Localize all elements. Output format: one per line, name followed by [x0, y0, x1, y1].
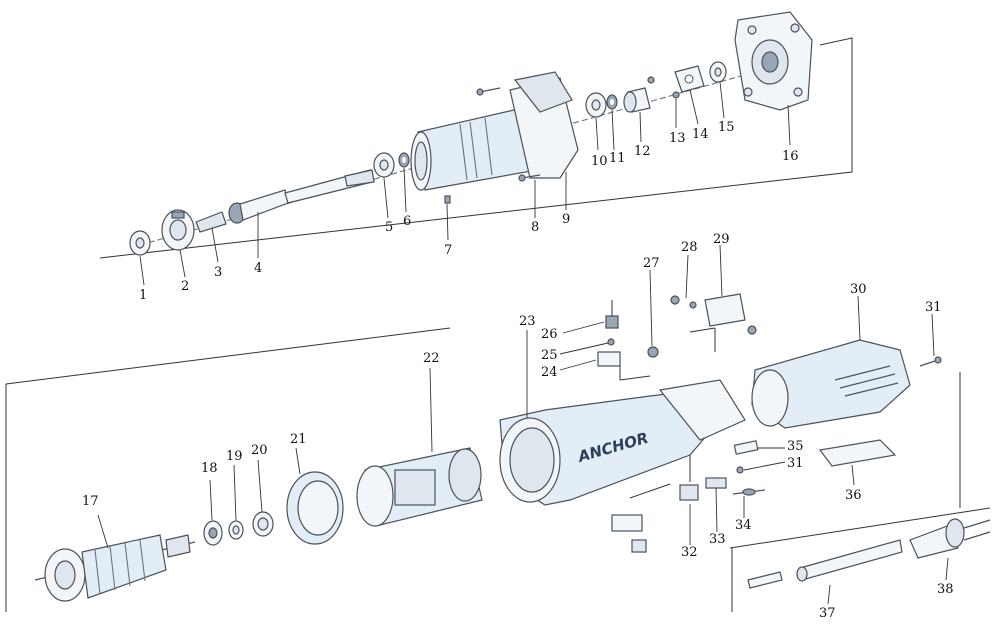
- top-assembly: [129, 11, 813, 256]
- part-5-washer: [373, 152, 395, 178]
- part-6-ring: [398, 152, 410, 168]
- label-10: 10: [591, 154, 608, 169]
- label-30: 30: [850, 282, 867, 297]
- part-28-screw: [670, 295, 697, 309]
- part-22-stator: [356, 447, 483, 527]
- leader-lines: [97, 81, 949, 605]
- label-4: 4: [254, 261, 262, 276]
- part-20-sleeve: [252, 511, 274, 537]
- label-24: 24: [541, 365, 558, 380]
- part-26-carbon-brush: [605, 300, 619, 329]
- label-36: 36: [845, 488, 862, 503]
- part-35-cable-clamp: [733, 440, 759, 455]
- bottom-assembly: ANCHOR: [34, 293, 991, 602]
- part-30-rear-cover: [751, 339, 911, 429]
- part-34-resistor: [732, 488, 766, 496]
- label-16: 16: [782, 149, 799, 164]
- part-2-flange: [161, 209, 195, 251]
- part-14-plate: [674, 65, 705, 93]
- part-number-labels: 1 2 3 4 5 6 7 8 9 10 11 12 13 14 15 16 1…: [82, 120, 954, 621]
- part-8-screw: [476, 87, 541, 182]
- part-11-ring: [606, 94, 618, 110]
- part-25-screw: [607, 338, 615, 346]
- part-12-sleeve: [623, 87, 651, 113]
- label-14: 14: [692, 127, 709, 142]
- part-16-gear-cover: [734, 11, 813, 111]
- assembly-frame: [5, 37, 991, 612]
- part-17-armature: [34, 534, 196, 602]
- part-31-screw: [736, 356, 942, 474]
- part-15-washer: [709, 61, 727, 83]
- label-1: 1: [139, 288, 147, 303]
- label-38: 38: [937, 582, 954, 597]
- part-32-switch-module: [611, 484, 699, 553]
- label-23: 23: [519, 314, 536, 329]
- label-12: 12: [634, 144, 651, 159]
- label-9: 9: [562, 212, 570, 227]
- label-32: 32: [681, 545, 698, 560]
- part-19-washer: [228, 520, 244, 540]
- label-20: 20: [251, 443, 268, 458]
- label-5: 5: [385, 220, 393, 235]
- part-23-motor-housing: ANCHOR: [499, 379, 746, 506]
- part-18-bearing: [203, 520, 223, 546]
- label-35: 35: [787, 439, 804, 454]
- label-29: 29: [713, 232, 730, 247]
- part-7-screw: [444, 195, 451, 204]
- part-24-brush-holder: [597, 351, 621, 367]
- label-19: 19: [226, 449, 243, 464]
- part-29-switch: [704, 293, 757, 335]
- part-36-label: [818, 439, 897, 467]
- part-21-baffle: [286, 471, 344, 545]
- part-38-power-cord: [909, 518, 991, 559]
- label-15: 15: [718, 120, 735, 135]
- label-26: 26: [541, 327, 558, 342]
- part-33-capacitor: [705, 477, 727, 489]
- part-3-collet: [195, 211, 227, 233]
- label-25: 25: [541, 348, 558, 363]
- part-1-nut: [129, 230, 151, 256]
- label-27: 27: [643, 256, 660, 271]
- part-37-cable-sleeve: [747, 539, 903, 589]
- part-9-housing: [410, 71, 579, 191]
- label-11: 11: [609, 151, 626, 166]
- label-3: 3: [214, 265, 222, 280]
- label-33: 33: [709, 532, 726, 547]
- label-2: 2: [181, 279, 189, 294]
- label-21: 21: [290, 432, 307, 447]
- part-10-bearing: [585, 92, 607, 118]
- label-13: 13: [669, 131, 686, 146]
- label-37: 37: [819, 606, 836, 621]
- label-28: 28: [681, 240, 698, 255]
- label-18: 18: [201, 461, 218, 476]
- label-8: 8: [531, 220, 539, 235]
- part-27-spring: [647, 346, 659, 358]
- part-13-screw: [647, 76, 680, 99]
- label-22: 22: [423, 351, 440, 366]
- part-4-shaft: [228, 169, 375, 224]
- label-31-bottom: 31: [787, 456, 804, 471]
- label-17: 17: [82, 494, 99, 509]
- label-34: 34: [735, 518, 752, 533]
- label-31-top: 31: [925, 300, 942, 315]
- label-7: 7: [444, 243, 452, 258]
- label-6: 6: [403, 214, 411, 229]
